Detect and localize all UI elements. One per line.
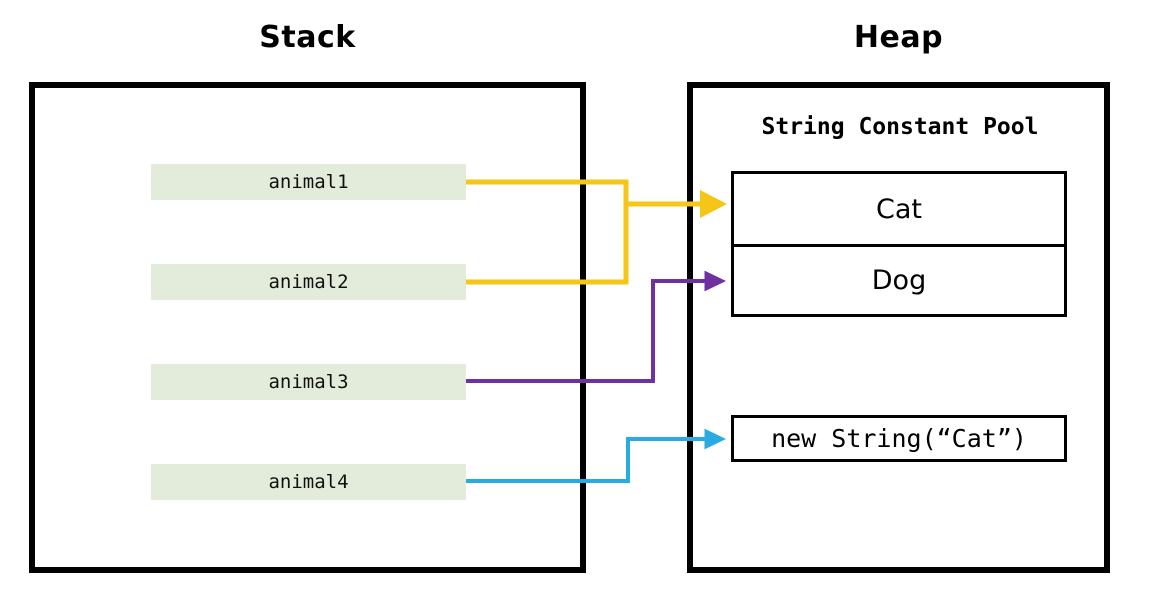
string-constant-pool-label: String Constant Pool bbox=[761, 114, 1039, 140]
stack-slot-label: animal1 bbox=[268, 171, 349, 193]
heap-region bbox=[687, 82, 1110, 573]
stack-slot-label: animal4 bbox=[268, 471, 349, 493]
pool-entry-dog: Dog bbox=[734, 244, 1064, 314]
pool-entry-value: Dog bbox=[871, 265, 927, 296]
stack-slot-animal3: animal3 bbox=[151, 364, 466, 400]
heap-title: Heap bbox=[853, 20, 944, 55]
pool-entry-value: Cat bbox=[876, 193, 922, 225]
stack-slot-animal4: animal4 bbox=[151, 464, 466, 500]
string-constant-pool-table: Cat Dog bbox=[731, 171, 1067, 317]
heap-object-new-string: new String(“Cat”) bbox=[731, 415, 1067, 462]
stack-slot-animal2: animal2 bbox=[151, 264, 466, 300]
stack-title: Stack bbox=[259, 20, 356, 55]
stack-slot-label: animal3 bbox=[268, 371, 349, 393]
stack-slot-label: animal2 bbox=[268, 271, 349, 293]
pool-entry-cat: Cat bbox=[734, 174, 1064, 244]
heap-object-value: new String(“Cat”) bbox=[771, 424, 1027, 453]
stack-slot-animal1: animal1 bbox=[151, 164, 466, 200]
